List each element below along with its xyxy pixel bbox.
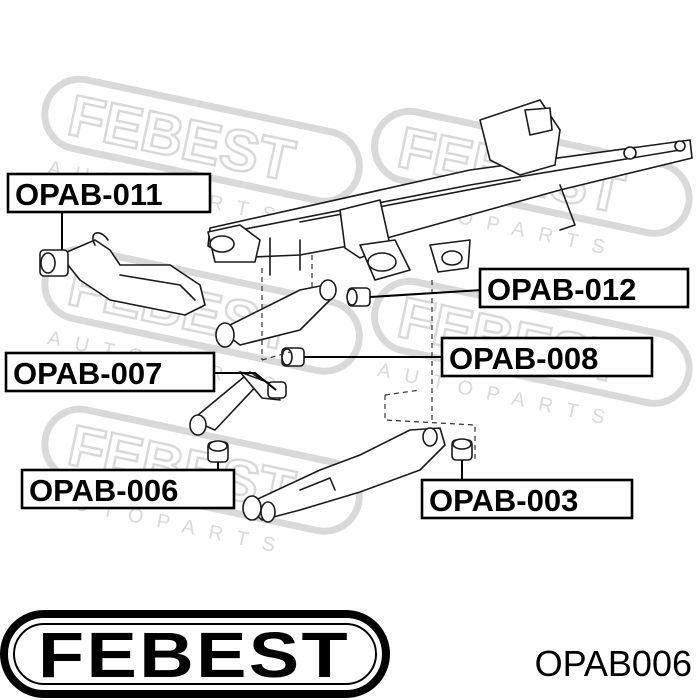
logo-inner-oval (13, 623, 377, 685)
callout-label: OPAB-003 (429, 483, 578, 518)
callout-opab-011[interactable]: OPAB-011 (6, 172, 212, 214)
callout-opab-012[interactable]: OPAB-012 (478, 267, 690, 309)
part-code: OPAB006 (535, 643, 692, 684)
lower-control-arm (244, 427, 446, 521)
watermark-oval (41, 245, 363, 375)
febest-logo: FEBEST (0, 610, 390, 698)
bushing-007 (267, 381, 287, 399)
subframe-drawing (39, 99, 693, 523)
callout-label: OPAB-006 (29, 473, 178, 508)
leader-012 (369, 289, 483, 298)
callout-opab-006[interactable]: OPAB-006 (20, 468, 236, 510)
logo-oval (0, 610, 390, 698)
callout-label: OPAB-011 (15, 177, 163, 212)
leader-lines (61, 212, 483, 480)
callout-label: OPAB-007 (13, 356, 162, 391)
callout-label: OPAB-008 (449, 341, 598, 376)
callout-opab-007[interactable]: OPAB-007 (4, 351, 216, 393)
callout-opab-008[interactable]: OPAB-008 (440, 336, 654, 378)
callout-label: OPAB-012 (487, 272, 636, 307)
leader-007 (214, 372, 277, 391)
callout-opab-003[interactable]: OPAB-003 (420, 478, 634, 520)
logo-wordmark: FEBEST (38, 619, 350, 691)
